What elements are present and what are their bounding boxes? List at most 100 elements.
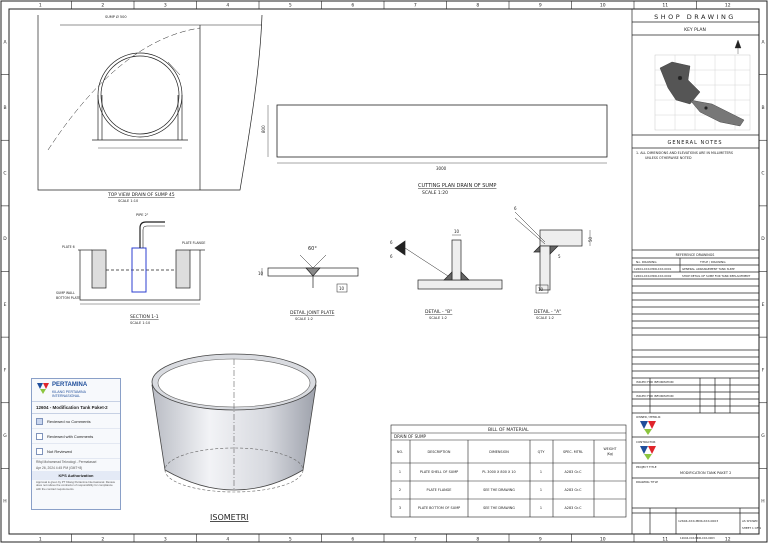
reference-header-title: TITLE / DRAWING [699, 260, 726, 264]
bom-cell: 1 [399, 470, 401, 474]
reference-title: REFERENCE DRAWINGS [676, 253, 715, 257]
bom-header: QTY [538, 450, 546, 454]
detail-joint-plate-drawing [261, 254, 359, 293]
stamp-reviewer: Rifqi Mohammad Teknologi - Permatasari [36, 460, 97, 464]
joint-title: DETAIL JOINT PLATE [290, 310, 335, 316]
grid-row-label: C [3, 171, 6, 177]
grid-column-label: 9 [539, 537, 542, 543]
grid-row-label: H [3, 499, 6, 505]
detail-a-drawing [514, 211, 591, 294]
grid-column-label: 2 [101, 3, 104, 9]
grid-column-label: 5 [289, 537, 292, 543]
bom-cell: PLATE FLANGE [427, 488, 452, 492]
stamp-logo: PERTAMINA KILANG PERTAMINA INTERNASIONAL [32, 379, 120, 402]
stamp-option-reviewed-with-comments[interactable]: Reviewed with Comments [32, 429, 120, 444]
bom-cell: 1 [540, 470, 542, 474]
issue-row-2: ISSUED FOR INFORMATION [636, 394, 673, 398]
grid-column-label: 11 [662, 3, 668, 9]
joint-scale: SCALE 1:2 [295, 317, 313, 321]
detail-b-drawing [394, 234, 503, 290]
grid-row-label: C [761, 171, 764, 177]
reference-row-2-title: SHOP DETAIL OF SUMP FOR TANK REPLACEMENT [682, 274, 751, 278]
grid-column-label: 6 [351, 3, 354, 9]
stamp-authorization: KPS Authorization [32, 471, 120, 480]
bom-header: DIMENSION [489, 450, 509, 454]
bom-header: NO. [397, 450, 403, 454]
checkbox-icon[interactable] [36, 432, 43, 440]
drawing-sheet: SHEET 1 OF 1 [742, 526, 761, 530]
section-scale: SCALE 1:10 [130, 321, 150, 325]
joint-dim-thickness: 10 [258, 271, 264, 276]
grid-column-label: 4 [226, 3, 229, 9]
reference-row-2-no: 12604-XXX-MDR-XXX-0002 [634, 274, 672, 278]
grid-row-label: H [761, 499, 764, 505]
stamp-note: Approval is given by PT Kilang Pertamina… [36, 480, 115, 491]
stamp-option-not-reviewed[interactable]: Not Reviewed [32, 444, 120, 459]
grid-row-label: A [3, 39, 7, 45]
checkbox-icon[interactable] [36, 447, 43, 455]
owner-logo [640, 421, 656, 435]
general-note-1: 1. ALL DIMENSIONS AND ELEVATIONS ARE IN … [636, 151, 733, 155]
bom-cell: A283 Gr.C [564, 488, 582, 492]
detail-b-dim-top: 6 [390, 240, 393, 245]
cutting-plan-title: CUTTING PLAN DRAIN OF SUMP [418, 183, 496, 189]
bom-cell: A283 Gr.C [564, 470, 582, 474]
bom-cell: 2 [399, 488, 401, 492]
grid-row-label: B [761, 105, 764, 111]
grid-row-label: G [761, 433, 765, 439]
key-plan-map [654, 39, 751, 131]
grid-column-label: 7 [414, 537, 417, 543]
bom-header: SPEC. MTRL [563, 450, 583, 454]
grid-row-label: D [761, 236, 765, 242]
bom-cell: PLATE BOTTOM OF SUMP [418, 506, 460, 510]
drawing-number-footer: 12604-XXX-MDR-XXX-0003 [680, 536, 715, 540]
bom-cell: PL 3000 X 800 X 10 [482, 470, 515, 474]
bom-cell: 1 [540, 506, 542, 510]
detail-a-dim-flange: 50 [588, 236, 593, 242]
issue-row-1: ISSUED FOR INFORMATION [636, 380, 673, 384]
bom-cell: SEE THE DRAWING [483, 506, 515, 510]
bill-of-material-table [390, 424, 627, 518]
bom-header: WEIGHT [604, 447, 617, 451]
grid-row-label: E [4, 302, 7, 308]
title-block-frame [631, 8, 760, 535]
cutting-plan-length: 3000 [436, 166, 447, 171]
bom-cell: A283 Gr.C [564, 506, 582, 510]
grid-column-label: 6 [351, 537, 354, 543]
grid-column-label: 3 [164, 3, 167, 9]
top-view-scale: SCALE 1:10 [118, 199, 138, 203]
reference-header-no: No. DRAWING [636, 260, 657, 264]
drawing-title-label: DRAWING TITLE [636, 480, 658, 484]
detail-a-dim-thick: 10 [538, 287, 544, 292]
bom-subtitle: DRAIN OF SUMP [394, 434, 427, 439]
grid-column-label: 12 [725, 537, 731, 543]
top-view-dim-label: SUMP Ø 500 [105, 14, 127, 19]
stamp-brand: PERTAMINA [52, 382, 88, 388]
top-view-title: TOP VIEW DRAIN OF SUMP 45 [107, 192, 175, 198]
detail-a-scale: SCALE 1:2 [536, 316, 554, 320]
section-label-plate: PLATE 6 [62, 245, 75, 249]
project-label: PROJECT TITLE [636, 465, 657, 469]
reference-row-1-no: 12604-XXX-MDR-XXX-0001 [634, 267, 672, 271]
grid-row-label: G [3, 433, 7, 439]
checkbox-checked-icon[interactable] [36, 417, 43, 425]
grid-column-label: 7 [414, 3, 417, 9]
stamp-option-label: Not Reviewed [47, 448, 72, 454]
grid-row-label: B [3, 105, 6, 111]
section-label-wall: SUMP WALL [56, 291, 75, 295]
bom-title: BILL OF MATERIAL [488, 427, 529, 433]
grid-column-label: 10 [600, 537, 606, 543]
detail-b-scale: SCALE 1:2 [429, 316, 447, 320]
grid-column-label: 11 [662, 537, 668, 543]
cutting-plan-drawing [267, 104, 608, 164]
bom-header: (Kg) [607, 452, 614, 456]
stamp-brand-sub-1: KILANG PERTAMINA [52, 390, 86, 394]
general-note-2: UNLESS OTHERWISE NOTED [645, 156, 692, 160]
section-label-bottom: BOTTOM PLATE [56, 296, 80, 300]
reference-row-1-title: GENERAL ARRANGEMENT TANK SUMP [682, 267, 735, 271]
grid-column-label: 10 [600, 3, 606, 9]
stamp-option-reviewed-no-comments[interactable]: Reviewed no Comments [32, 414, 120, 429]
grid-row-label: F [4, 367, 7, 373]
cutting-plan-height: 800 [261, 125, 266, 133]
section-label-flange: PLATE FLANGE [182, 241, 205, 245]
